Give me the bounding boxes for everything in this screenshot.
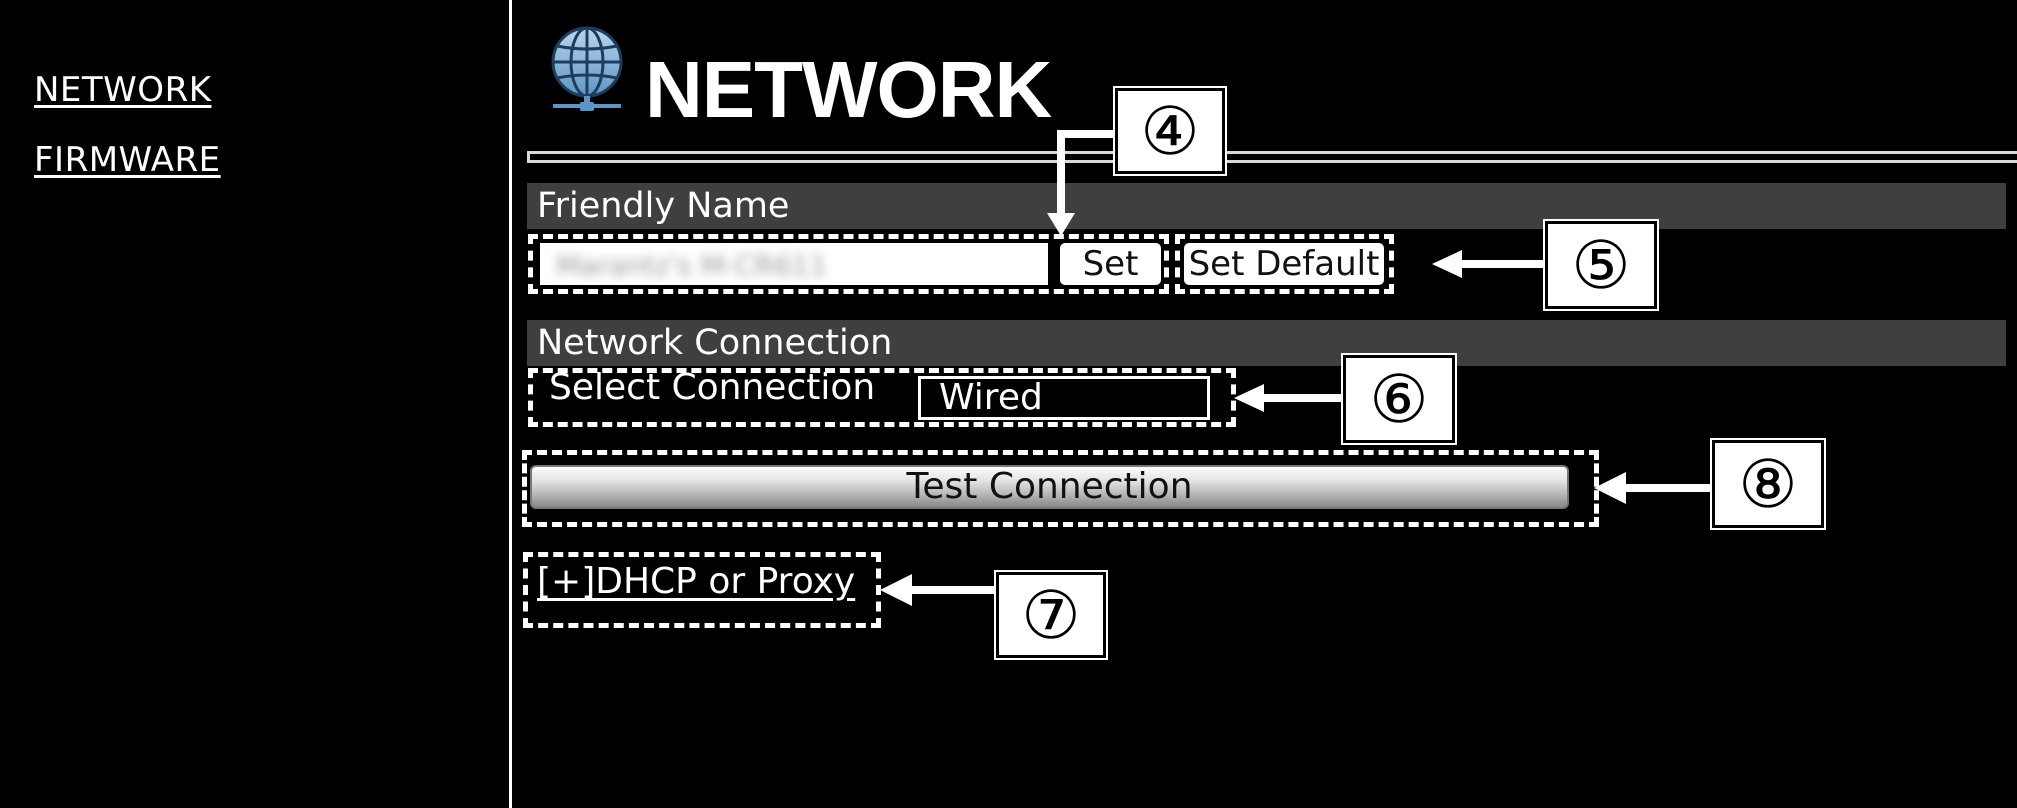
section-header-friendly-name: Friendly Name (527, 183, 2006, 229)
dhcp-callout-box (523, 552, 881, 628)
sidebar-item-network[interactable]: NETWORK (34, 70, 212, 110)
dhcp-proxy-link[interactable]: [+]DHCP or Proxy (537, 561, 856, 602)
title-rule (527, 151, 2017, 163)
callout-6: ⑥ (1341, 353, 1457, 445)
connection-select[interactable]: Wired (918, 376, 1210, 420)
select-connection-callout-box (528, 368, 1236, 427)
page-title: NETWORK (645, 45, 1052, 134)
callout-5: ⑤ (1543, 219, 1659, 311)
sidebar-divider (509, 0, 512, 808)
friendly-name-value: Marantz's M-CR611 (556, 249, 828, 282)
callout-8: ⑧ (1710, 438, 1826, 530)
friendly-name-input[interactable]: Marantz's M-CR611 (540, 243, 1048, 285)
set-button[interactable]: Set (1060, 243, 1161, 285)
set-default-callout-box (1175, 234, 1394, 294)
sidebar-item-firmware[interactable]: FIRMWARE (34, 140, 221, 180)
test-connection-button[interactable]: Test Connection (530, 465, 1569, 509)
callout-4: ④ (1113, 86, 1227, 176)
select-connection-label: Select Connection (549, 367, 876, 408)
section-header-network-connection: Network Connection (527, 320, 2006, 366)
globe-network-icon (547, 24, 627, 114)
callout-7: ⑦ (994, 570, 1108, 660)
set-default-button[interactable]: Set Default (1184, 243, 1384, 285)
friendly-name-callout-box (528, 234, 1169, 294)
